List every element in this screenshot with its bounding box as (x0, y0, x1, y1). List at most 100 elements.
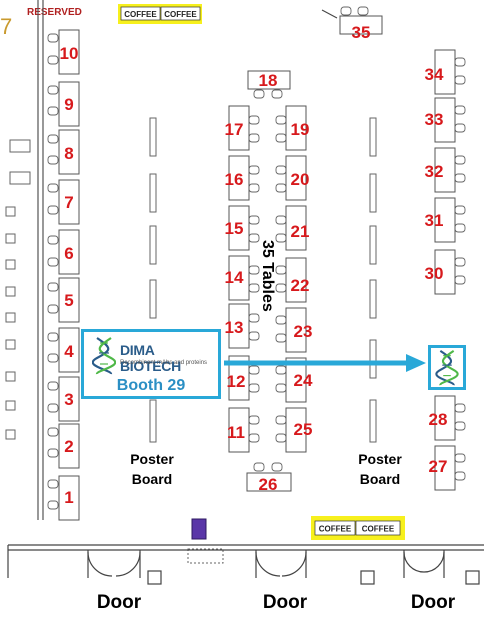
table-column-right: 34 33 32 31 30 28 27 (425, 49, 466, 491)
table-31: 31 (425, 197, 466, 243)
svg-text:33: 33 (425, 110, 444, 129)
svg-text:30: 30 (425, 264, 444, 283)
table-11: 11 (227, 407, 260, 453)
svg-text:12: 12 (227, 372, 246, 391)
table-13: 13 (225, 303, 260, 349)
dna-helix-icon (435, 350, 459, 387)
table-26: 26 (246, 462, 292, 494)
svg-text:16: 16 (225, 170, 244, 189)
svg-text:22: 22 (291, 276, 310, 295)
table-23: 23 (275, 307, 313, 353)
booth-callout: DIMA BIOTECH Recombinant mAbs and protei… (81, 329, 221, 399)
coffee-label: COFFEE (164, 10, 197, 19)
svg-text:23: 23 (294, 322, 313, 341)
svg-text:28: 28 (429, 410, 448, 429)
svg-text:14: 14 (225, 268, 244, 287)
table-22: 22 (275, 257, 310, 303)
booth-number: Booth 29 (116, 377, 186, 394)
svg-text:4: 4 (64, 342, 74, 361)
table-32: 32 (425, 147, 466, 193)
table-6: 6 (47, 229, 80, 275)
table-14: 14 (225, 255, 260, 301)
svg-text:35: 35 (352, 23, 371, 42)
poster-board-label: Poster (130, 451, 174, 467)
poster-board-label: Poster (358, 451, 402, 467)
coffee-label: COFFEE (319, 525, 352, 534)
table-20: 20 (275, 155, 310, 201)
table-33: 33 (425, 97, 466, 143)
door-label: Door (263, 592, 308, 613)
svg-text:27: 27 (429, 457, 448, 476)
door-label: Door (411, 592, 456, 613)
booth-29-marker (428, 345, 466, 390)
dna-helix-icon (92, 337, 116, 376)
brand-name: DIMA BIOTECH (120, 342, 181, 374)
brand-tagline: Recombinant mAbs and proteins (120, 360, 208, 366)
table-column-left: 10 9 8 7 6 5 4 3 2 1 (47, 29, 80, 521)
table-5: 5 (47, 277, 80, 323)
svg-text:10: 10 (60, 44, 79, 63)
table-7: 7 (47, 179, 80, 225)
coffee-label: COFFEE (362, 525, 395, 534)
svg-text:5: 5 (64, 291, 73, 310)
table-1: 1 (47, 475, 80, 521)
svg-text:2: 2 (64, 437, 73, 456)
table-3: 3 (47, 376, 80, 422)
table-25: 25 (275, 407, 313, 453)
svg-text:1: 1 (64, 488, 73, 507)
table-24: 24 (275, 357, 313, 403)
table-17: 17 (225, 105, 260, 151)
table-16: 16 (225, 155, 260, 201)
table-column-center-right: 19 20 21 22 23 24 25 (275, 105, 313, 453)
table-35: 35 (321, 6, 383, 42)
bottom-wall (7, 544, 484, 585)
tables-count-label: 35 Tables (259, 240, 276, 312)
direction-arrow (224, 354, 426, 372)
svg-text:17: 17 (225, 120, 244, 139)
coffee-station-top: COFFEE COFFEE (118, 4, 202, 24)
svg-text:26: 26 (259, 475, 278, 494)
table-15: 15 (225, 205, 260, 251)
svg-text:32: 32 (425, 162, 444, 181)
svg-text:3: 3 (64, 390, 73, 409)
svg-text:8: 8 (64, 144, 73, 163)
svg-text:34: 34 (425, 65, 444, 84)
table-21: 21 (275, 205, 310, 251)
table-19: 19 (275, 105, 310, 151)
table-column-center-left: 17 16 15 14 13 12 11 (225, 105, 260, 453)
svg-text:13: 13 (225, 318, 244, 337)
door-label: Door (97, 592, 142, 613)
svg-text:15: 15 (225, 219, 244, 238)
coffee-station-bottom: COFFEE COFFEE (311, 516, 405, 540)
table-30: 30 (425, 249, 466, 295)
table-34: 34 (425, 49, 466, 95)
svg-text:21: 21 (291, 222, 310, 241)
bin-icon (187, 518, 224, 564)
poster-boards-right (369, 117, 377, 443)
svg-text:31: 31 (425, 211, 444, 230)
svg-text:18: 18 (259, 71, 278, 90)
poster-board-label: Board (132, 471, 172, 487)
table-2: 2 (47, 423, 80, 469)
reserved-label: RESERVED (27, 7, 82, 18)
svg-text:20: 20 (291, 170, 310, 189)
table-4: 4 (47, 327, 80, 373)
coffee-label: COFFEE (124, 10, 157, 19)
svg-text:24: 24 (294, 371, 313, 390)
table-28: 28 (429, 395, 466, 441)
svg-text:6: 6 (64, 244, 73, 263)
table-27: 27 (429, 445, 466, 491)
table-9: 9 (47, 81, 80, 127)
table-10: 10 (47, 29, 80, 75)
poster-board-label: Board (360, 471, 400, 487)
svg-text:9: 9 (64, 95, 73, 114)
partial-number: 7 (0, 14, 12, 39)
table-8: 8 (47, 129, 80, 175)
svg-text:7: 7 (64, 193, 73, 212)
table-18: 18 (247, 70, 291, 99)
svg-text:11: 11 (227, 423, 245, 442)
svg-text:19: 19 (291, 120, 310, 139)
svg-text:25: 25 (294, 420, 313, 439)
table-12: 12 (227, 355, 260, 401)
